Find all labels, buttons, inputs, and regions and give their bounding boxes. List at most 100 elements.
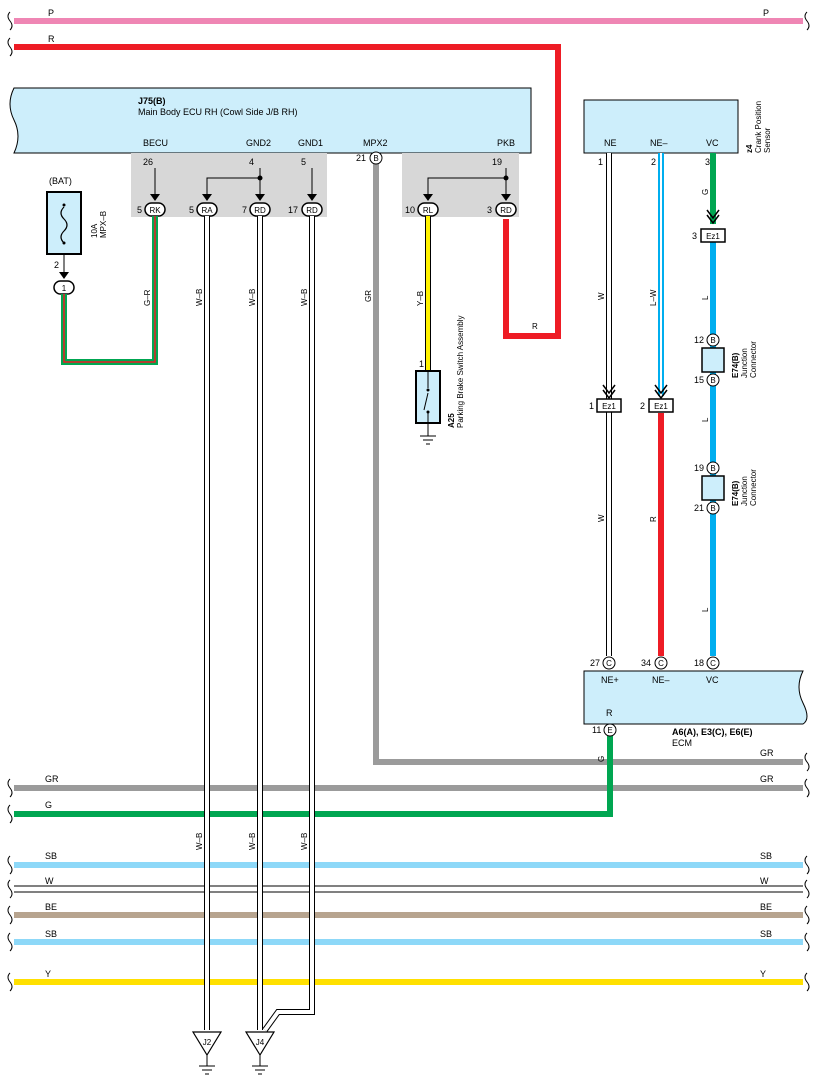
a25-code: A25	[447, 413, 456, 428]
rail-p-label-right: P	[763, 8, 769, 18]
rail-w-label-left: W	[45, 876, 54, 886]
fuse-pin: 2	[54, 260, 59, 270]
svg-text:27: 27	[590, 658, 600, 668]
svg-text:W–B: W–B	[248, 833, 257, 850]
svg-text:3: 3	[487, 205, 492, 215]
rail-p: P P	[7, 8, 810, 31]
jb-pin-ra: 5 RA	[189, 202, 218, 217]
ecm-term-nep: NE+	[601, 675, 619, 685]
ecm-pin-vc: 18 C	[694, 656, 720, 670]
rail-gr-label-right-top: GR	[760, 748, 774, 758]
rail-y-label-left: Y	[45, 969, 51, 979]
ecm-term-r: R	[606, 708, 613, 718]
svg-text:Junction: Junction	[740, 476, 749, 506]
ecm-pin-nep: 27 C	[590, 656, 616, 670]
svg-text:W–B: W–B	[195, 289, 204, 306]
svg-text:W–B: W–B	[195, 833, 204, 850]
ground-j4: J4	[244, 1031, 276, 1075]
ecm-pin-r: 11 E	[592, 723, 617, 737]
svg-text:12: 12	[694, 335, 704, 345]
svg-text:1: 1	[589, 401, 594, 411]
svg-text:RA: RA	[201, 206, 213, 215]
rail-gr-label-left: GR	[45, 774, 59, 784]
j75-term-gnd1: GND1	[298, 138, 323, 148]
svg-text:Ez1: Ez1	[654, 402, 668, 411]
j75-main-body-ecu: J75(B) Main Body ECU RH (Cowl Side J/B R…	[9, 87, 532, 154]
fuse-rating: 10A	[90, 223, 99, 238]
rail-be-label-left: BE	[45, 902, 57, 912]
j75-term-becu: BECU	[143, 138, 168, 148]
rail-r: R	[7, 34, 561, 339]
ecm-term-nen: NE–	[652, 675, 670, 685]
j75-pin-gnd2: 4	[249, 157, 254, 167]
svg-text:C: C	[658, 659, 664, 668]
rail-be-label-right: BE	[760, 902, 772, 912]
svg-text:11: 11	[592, 725, 601, 735]
svg-text:10: 10	[405, 205, 415, 215]
ez1-vc-connector: 3 Ez1	[692, 209, 726, 243]
svg-text:1: 1	[62, 284, 67, 293]
rail-y-label-right: Y	[760, 969, 766, 979]
z4-pin-vc: 3	[705, 157, 710, 167]
svg-text:Junction: Junction	[740, 348, 749, 378]
jb-arrows	[150, 194, 511, 201]
z4-pin-ne: 1	[598, 157, 603, 167]
rail-sb-2: SB SB	[7, 929, 810, 952]
rail-p-label-left: P	[48, 8, 54, 18]
ecm-name: ECM	[672, 738, 692, 748]
j75-code: J75(B)	[138, 96, 166, 106]
a25-parking-brake-switch: 1 A25 Parking Brake Switch Assembly	[415, 316, 465, 445]
wire-y-b: Y–B	[416, 216, 431, 370]
z4-pin-nen: 2	[651, 157, 656, 167]
ecm-term-vc: VC	[706, 675, 719, 685]
jb-pin-rk: 5 RK	[137, 202, 166, 217]
rail-gr-label-right: GR	[760, 774, 774, 784]
jb-pin-rd-17: 17 RD	[288, 202, 323, 217]
a25-name: Parking Brake Switch Assembly	[456, 316, 465, 429]
jb-pin-rd-7: 7 RD	[242, 202, 271, 217]
z4-code: z4	[745, 144, 754, 153]
fuse-mpx-b: (BAT) 10A MPX–B 2 1	[46, 176, 108, 295]
svg-text:RD: RD	[254, 206, 266, 215]
rail-w: W W	[7, 876, 810, 899]
svg-text:2: 2	[640, 401, 645, 411]
svg-text:5: 5	[189, 205, 194, 215]
svg-text:RD: RD	[500, 206, 512, 215]
svg-text:C: C	[710, 659, 716, 668]
rail-sb2-label-left: SB	[45, 929, 57, 939]
rail-gr: GR GR GR	[7, 163, 810, 798]
ez1-ne-minus-connector: 2 Ez1	[640, 384, 674, 413]
svg-text:15: 15	[694, 375, 704, 385]
j75-pin-gnd1: 5	[301, 157, 306, 167]
ecm: NE+ NE– VC R A6(A), E3(C), E6(E) ECM	[583, 670, 808, 748]
svg-text:W: W	[597, 514, 606, 522]
wire-w-b-rd-17: W–B W–B	[262, 216, 315, 1032]
svg-text:L: L	[701, 295, 710, 300]
wire-g-ecm-label: G	[597, 756, 606, 762]
rail-sb-1: SB SB	[7, 851, 810, 875]
svg-text:L: L	[701, 417, 710, 422]
svg-text:B: B	[710, 336, 715, 345]
z4-term-nen: NE–	[650, 138, 668, 148]
wire-r-ne-minus: R	[649, 413, 664, 656]
j75-term-pkb: PKB	[497, 138, 515, 148]
rail-g-label: G	[45, 800, 52, 810]
svg-text:G: G	[701, 189, 710, 195]
svg-text:Ez1: Ez1	[602, 402, 616, 411]
svg-text:B: B	[373, 154, 378, 163]
j75-pin-mpx2: 21	[356, 153, 366, 163]
svg-text:18: 18	[694, 658, 704, 668]
rail-y: Y Y	[7, 969, 810, 992]
wire-gr-label: GR	[364, 290, 373, 302]
rail-be: BE BE	[7, 902, 810, 925]
wire-g-r: G–R	[61, 216, 158, 365]
jb-pin-rl: 10 RL	[405, 202, 439, 217]
svg-text:5: 5	[137, 205, 142, 215]
svg-text:W–B: W–B	[300, 289, 309, 306]
wire-w-b-rd-7: W–B W–B	[248, 216, 263, 1030]
j75-term-mpx2: MPX2	[363, 138, 388, 148]
wire-l-vc: L L L	[701, 242, 716, 656]
a25-pin: 1	[419, 359, 424, 369]
wire-g-vc: G	[701, 153, 716, 224]
svg-text:G–R: G–R	[143, 289, 152, 306]
